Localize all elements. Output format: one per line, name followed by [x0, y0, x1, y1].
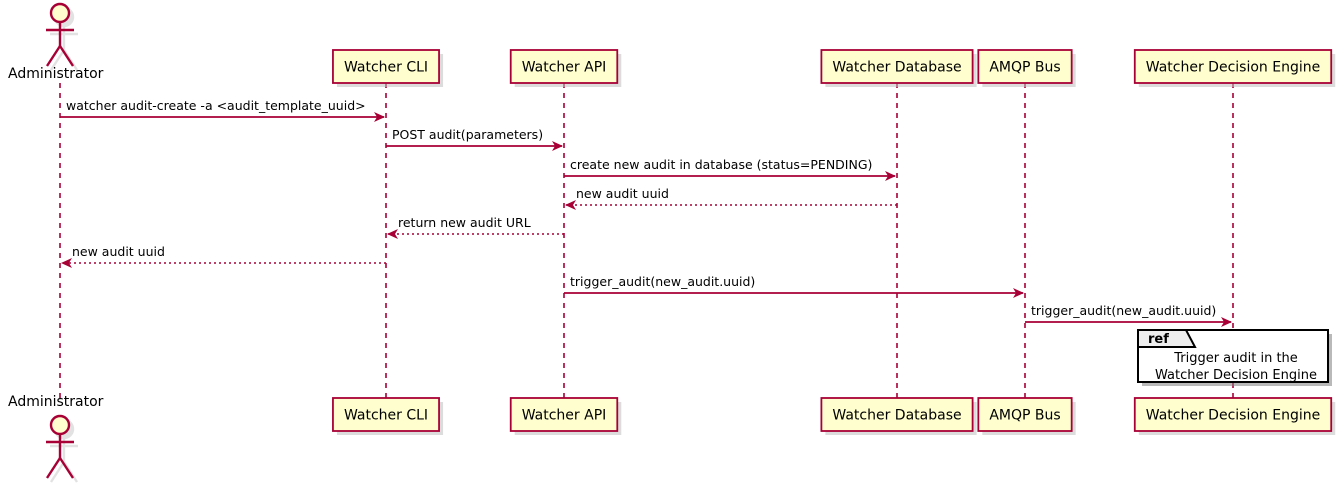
ref-tab [1137, 329, 1197, 348]
participant-label-amqp-bus-bottom: AMQP Bus [989, 408, 1060, 424]
participant-box-watcher-decision-engine-top[interactable] [1133, 49, 1333, 84]
actor-head-icon [49, 414, 71, 436]
actor-figure-administrator-top[interactable] [45, 2, 79, 71]
lifelines-group [59, 83, 1234, 398]
participant-box-amqp-bus-top[interactable] [977, 49, 1073, 84]
participant-box-watcher-database-top[interactable] [820, 49, 974, 84]
participant-box-watcher-cli-bottom[interactable] [332, 397, 440, 432]
participant-label-watcher-cli-bottom: Watcher CLI [344, 408, 428, 424]
participant-footer-boxes: Watcher CLI Watcher API Watcher Database AM… [332, 397, 1336, 435]
participant-box-watcher-decision-engine-bottom[interactable] [1133, 397, 1333, 432]
participant-box-watcher-api-bottom[interactable] [509, 397, 619, 432]
message-label-msg-audit-create: watcher audit-create -a <audit_template_… [66, 98, 366, 113]
message-label-msg-new-audit-uuid-db: new audit uuid [576, 186, 669, 201]
messages-group: watcher audit-create -a <audit_template_… [60, 98, 1232, 327]
participant-header-boxes: Watcher CLI Watcher API Watcher Database AM… [332, 49, 1336, 87]
actor-label-administrator-top: Administrator [8, 66, 104, 82]
message-label-msg-trigger-audit-bus: trigger_audit(new_audit.uuid) [570, 274, 755, 289]
participant-box-watcher-cli-top[interactable] [332, 49, 440, 84]
message-label-msg-create-audit: create new audit in database (status=PEN… [570, 157, 872, 172]
ref-body-line-1: Watcher Decision Engine [1155, 368, 1317, 383]
message-label-msg-post-audit: POST audit(parameters) [392, 127, 543, 142]
ref-tab-label: ref [1148, 332, 1169, 347]
participant-label-watcher-api-bottom: Watcher API [522, 408, 607, 424]
participant-label-watcher-database-top: Watcher Database [832, 60, 961, 76]
ref-body-line-0: Trigger audit in the [1173, 351, 1298, 366]
participant-label-watcher-decision-engine-top: Watcher Decision Engine [1146, 60, 1320, 76]
participant-box-watcher-database-bottom[interactable] [820, 397, 974, 432]
actor-label-administrator-bottom: Administrator [8, 394, 104, 410]
participant-box-watcher-api-top[interactable] [509, 49, 619, 84]
participant-label-watcher-database-bottom: Watcher Database [832, 408, 961, 424]
participant-box-amqp-bus-bottom[interactable] [977, 397, 1073, 432]
message-label-msg-trigger-audit-engine: trigger_audit(new_audit.uuid) [1031, 303, 1216, 318]
participant-label-watcher-api-top: Watcher API [522, 60, 607, 76]
participant-label-amqp-bus-top: AMQP Bus [989, 60, 1060, 76]
actor-head-icon [49, 2, 71, 24]
message-label-msg-return-audit-url: return new audit URL [398, 215, 531, 230]
participant-label-watcher-cli-top: Watcher CLI [344, 60, 428, 76]
actor-figure-administrator-bottom[interactable] [45, 414, 79, 483]
participant-label-watcher-decision-engine-bottom: Watcher Decision Engine [1146, 408, 1320, 424]
message-label-msg-new-audit-uuid-cli: new audit uuid [72, 244, 165, 259]
